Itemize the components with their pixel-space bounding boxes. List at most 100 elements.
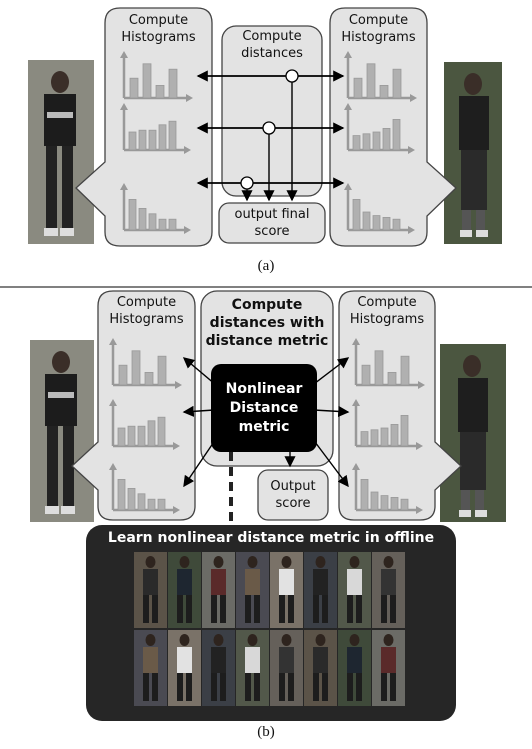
nonlinear-metric-box (211, 364, 317, 452)
histogram-bar (400, 498, 409, 511)
person-photo-left-b (30, 340, 94, 522)
metric-arrows-b (182, 357, 350, 488)
y-axis-arrowhead (120, 103, 128, 110)
histogram-bar (382, 127, 391, 151)
y-axis-arrowhead (109, 463, 117, 470)
histogram-bar (392, 119, 401, 151)
histogram-bar (131, 350, 141, 386)
histogram-right-3-b (352, 463, 423, 514)
training-image (168, 552, 201, 628)
histogram-bar (138, 129, 147, 151)
training-image (372, 630, 405, 706)
histogram-bar (128, 198, 137, 231)
histogram-bar (374, 350, 384, 386)
histogram-box-right-b (338, 290, 462, 521)
histogram-bar (352, 198, 361, 231)
histogram-bar (137, 493, 146, 511)
person-photo-left-a (28, 60, 94, 244)
histogram-bar (366, 63, 376, 99)
training-image (236, 552, 269, 628)
histogram-bar (158, 218, 167, 231)
y-axis-arrowhead (352, 338, 360, 345)
histogram-bar (117, 478, 126, 511)
output-score-box (257, 469, 329, 521)
histogram-bar (128, 131, 137, 151)
histogram-bar (129, 77, 139, 99)
histogram-bar (144, 371, 154, 386)
training-image (338, 552, 371, 628)
histogram-bar (379, 85, 389, 99)
x-axis-arrowhead (410, 94, 417, 102)
y-axis-arrowhead (120, 51, 128, 58)
x-axis-arrowhead (173, 442, 180, 450)
histogram-bar (155, 85, 165, 99)
training-image (270, 630, 303, 706)
x-axis-arrowhead (408, 146, 415, 154)
histogram-bar (380, 427, 389, 447)
training-image (168, 630, 201, 706)
person-photo-right-a (444, 62, 502, 244)
histogram-bar (372, 215, 381, 231)
histogram-bar (382, 216, 391, 231)
training-image (270, 552, 303, 628)
histogram-bar (168, 68, 178, 99)
y-axis-arrowhead (344, 51, 352, 58)
histogram-bar (157, 416, 166, 447)
training-image (372, 552, 405, 628)
histogram-bar (157, 355, 167, 386)
histogram-bar (353, 77, 363, 99)
y-axis-arrowhead (352, 399, 360, 406)
y-axis-arrowhead (344, 183, 352, 190)
histogram-box-left-b (71, 290, 196, 521)
histogram-bar (370, 491, 379, 511)
histogram-left-2-b (109, 399, 180, 450)
x-axis-arrowhead (408, 226, 415, 234)
histogram-left-3-a (120, 183, 191, 234)
training-image-gallery (134, 552, 405, 706)
histogram-bar (168, 218, 177, 231)
histogram-bar (370, 429, 379, 447)
histogram-bar (127, 425, 136, 447)
histogram-bar (390, 423, 399, 447)
x-axis-arrowhead (173, 506, 180, 514)
x-axis-arrowhead (184, 146, 191, 154)
caption-b: (b) (257, 724, 275, 740)
histogram-bar (400, 355, 410, 386)
distance-nodes-a (240, 69, 299, 190)
y-axis-arrowhead (344, 103, 352, 110)
histogram-right-1-a (344, 51, 417, 102)
histogram-right-3-a (344, 183, 415, 234)
learn-title: Learn nonlinear distance metric in offli… (107, 530, 435, 546)
x-axis-arrowhead (184, 226, 191, 234)
y-axis-arrowhead (352, 463, 360, 470)
histogram-bar (147, 498, 156, 511)
training-image (304, 552, 337, 628)
histogram-bar (362, 211, 371, 231)
histogram-bar (392, 68, 402, 99)
histogram-right-2-a (344, 103, 415, 154)
training-image (338, 630, 371, 706)
histogram-bar (118, 364, 128, 386)
histogram-bar (137, 425, 146, 447)
y-axis-arrowhead (109, 338, 117, 345)
x-axis-arrowhead (418, 381, 425, 389)
histogram-left-2-a (120, 103, 191, 154)
histogram-bar (142, 63, 152, 99)
histogram-bar (387, 371, 397, 386)
histogram-bar (362, 133, 371, 151)
histogram-left-1-a (120, 51, 193, 102)
histogram-bar (372, 131, 381, 151)
histogram-bar (352, 135, 361, 151)
training-image (202, 630, 235, 706)
histogram-bar (360, 431, 369, 447)
training-image (202, 552, 235, 628)
histogram-bar (148, 129, 157, 151)
histogram-right-1-b (352, 338, 425, 389)
